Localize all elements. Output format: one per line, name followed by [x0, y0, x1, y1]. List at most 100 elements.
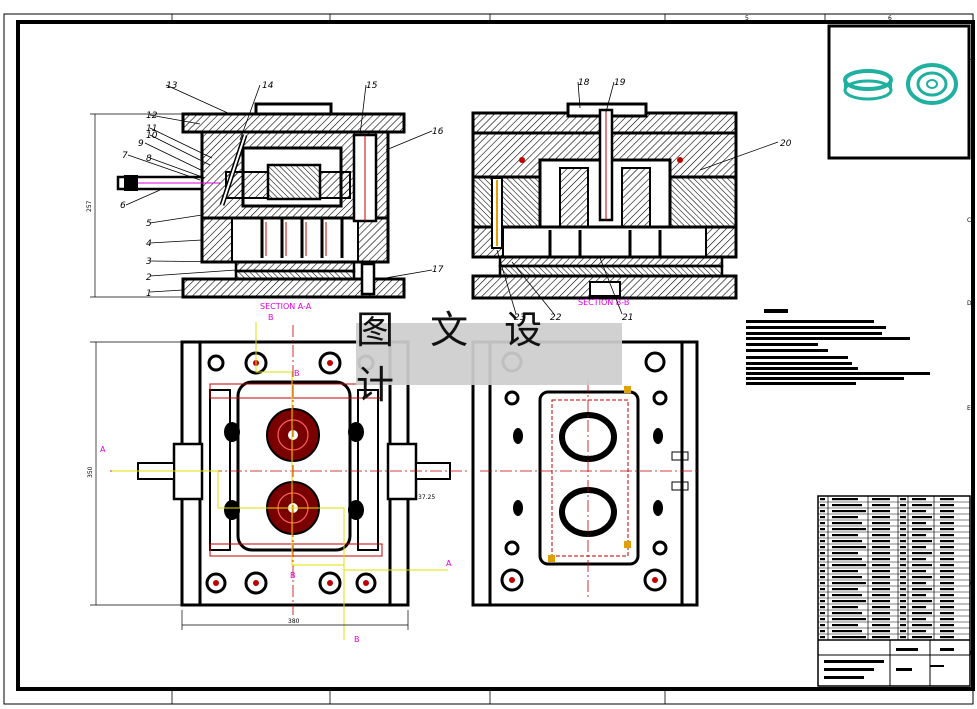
bom-cell-text — [872, 552, 890, 555]
bom-cell-text — [820, 636, 825, 639]
leader-line — [149, 127, 213, 159]
bom-cell-text — [872, 594, 890, 597]
bom-cell-text — [940, 558, 954, 561]
bom-cell-text — [912, 498, 926, 501]
bom-cell-text — [900, 552, 906, 555]
bom-cell-text — [832, 582, 866, 585]
bom-cell-text — [940, 564, 954, 567]
bom-cell-text — [820, 558, 825, 561]
bom-cell-text — [940, 636, 954, 639]
bom-cell-text — [940, 618, 954, 621]
bom-cell-text — [832, 564, 866, 567]
bom-cell-text — [940, 612, 954, 615]
bom-cell-text — [820, 546, 825, 549]
cut-letter: B — [268, 313, 274, 322]
leader-line — [149, 214, 203, 224]
border-letter: D — [967, 300, 972, 307]
bom-cell-text — [912, 516, 932, 519]
bom-cell-text — [900, 564, 906, 567]
bom-cell-text — [900, 528, 906, 531]
bom-cell-text — [820, 600, 825, 603]
bom-cell-text — [900, 588, 906, 591]
bom-cell-text — [872, 570, 890, 573]
leader-line — [373, 269, 433, 281]
bom-cell-text — [872, 498, 890, 501]
part-leaders — [125, 81, 779, 315]
bom-cell-text — [832, 522, 862, 525]
bom-cell-text — [940, 600, 954, 603]
bom-cell-text — [900, 516, 906, 519]
bom-cell-text — [900, 498, 906, 501]
bom-cell-text — [900, 504, 906, 507]
leader-line — [359, 84, 367, 136]
bom-cell-text — [820, 552, 825, 555]
bom-cell-text — [872, 558, 890, 561]
bom-cell-text — [900, 618, 906, 621]
bom-cell-text — [900, 624, 906, 627]
bom-cell-text — [900, 630, 906, 633]
border-letter: E — [967, 405, 971, 412]
bom-cell-text — [872, 528, 890, 531]
bom-cell-text — [820, 576, 825, 579]
bom-cell-text — [940, 540, 954, 543]
bom-cell-text — [820, 624, 825, 627]
bom-cell-text — [872, 582, 890, 585]
leader-line — [127, 154, 201, 181]
bom-cell-text — [940, 588, 954, 591]
bom-cell-text — [832, 600, 866, 603]
bom-cell-text — [872, 600, 890, 603]
bom-cell-text — [912, 504, 932, 507]
bom-cell-text — [912, 558, 926, 561]
leader-line — [149, 114, 201, 125]
leader-line — [599, 257, 623, 315]
bom-cell-text — [940, 594, 954, 597]
bom-cell-text — [940, 534, 954, 537]
plan-height-dimension: 350 — [87, 466, 94, 478]
leader-line — [144, 142, 206, 173]
bom-cell-text — [900, 606, 906, 609]
bom-cell-text — [940, 516, 954, 519]
bom-cell-text — [900, 540, 906, 543]
cut-letter: A — [100, 445, 106, 454]
cut-letter: B — [354, 635, 360, 644]
bom-cell-text — [940, 552, 954, 555]
bom-cell-text — [820, 606, 825, 609]
technical-notes — [746, 309, 930, 385]
bom-cell-text — [820, 612, 825, 615]
bom-cell-text — [832, 606, 858, 609]
bom-cell-text — [940, 570, 954, 573]
part-number-label: 21 — [622, 313, 633, 323]
section-a-a-view: 257 SECTION A-A — [86, 102, 406, 311]
bom-cell-text — [820, 540, 825, 543]
bom-cell-text — [820, 516, 825, 519]
bom-cell-text — [900, 558, 906, 561]
bom-cell-text — [912, 600, 932, 603]
bom-cell-text — [912, 522, 926, 525]
bom-cell-text — [940, 606, 954, 609]
part-number-label: 8 — [146, 154, 152, 164]
plan-view-fixed-half: A A B B B B 350 380 37.25 — [87, 313, 470, 644]
bom-cell-text — [912, 582, 926, 585]
border-number: 5 — [745, 15, 749, 22]
bom-cell-text — [832, 546, 866, 549]
title-block — [817, 495, 971, 687]
bom-cell-text — [820, 588, 825, 591]
bom-cell-text — [820, 582, 825, 585]
bom-cell-text — [940, 522, 954, 525]
bom-cell-text — [872, 612, 890, 615]
bom-cell-text — [872, 618, 890, 621]
bom-cell-text — [832, 570, 858, 573]
part-number-label: 10 — [146, 131, 158, 141]
border-letter: C — [967, 217, 971, 224]
part-number-label: 23 — [514, 313, 526, 323]
bom-cell-text — [872, 540, 890, 543]
part-number-label: 16 — [432, 127, 444, 137]
leader-line — [605, 81, 615, 113]
bom-cell-text — [872, 546, 890, 549]
bom-cell-text — [912, 636, 932, 639]
bom-cell-text — [872, 516, 890, 519]
part-number-label: 5 — [146, 219, 152, 229]
bom-cell-text — [912, 564, 932, 567]
bom-cell-text — [832, 510, 866, 513]
